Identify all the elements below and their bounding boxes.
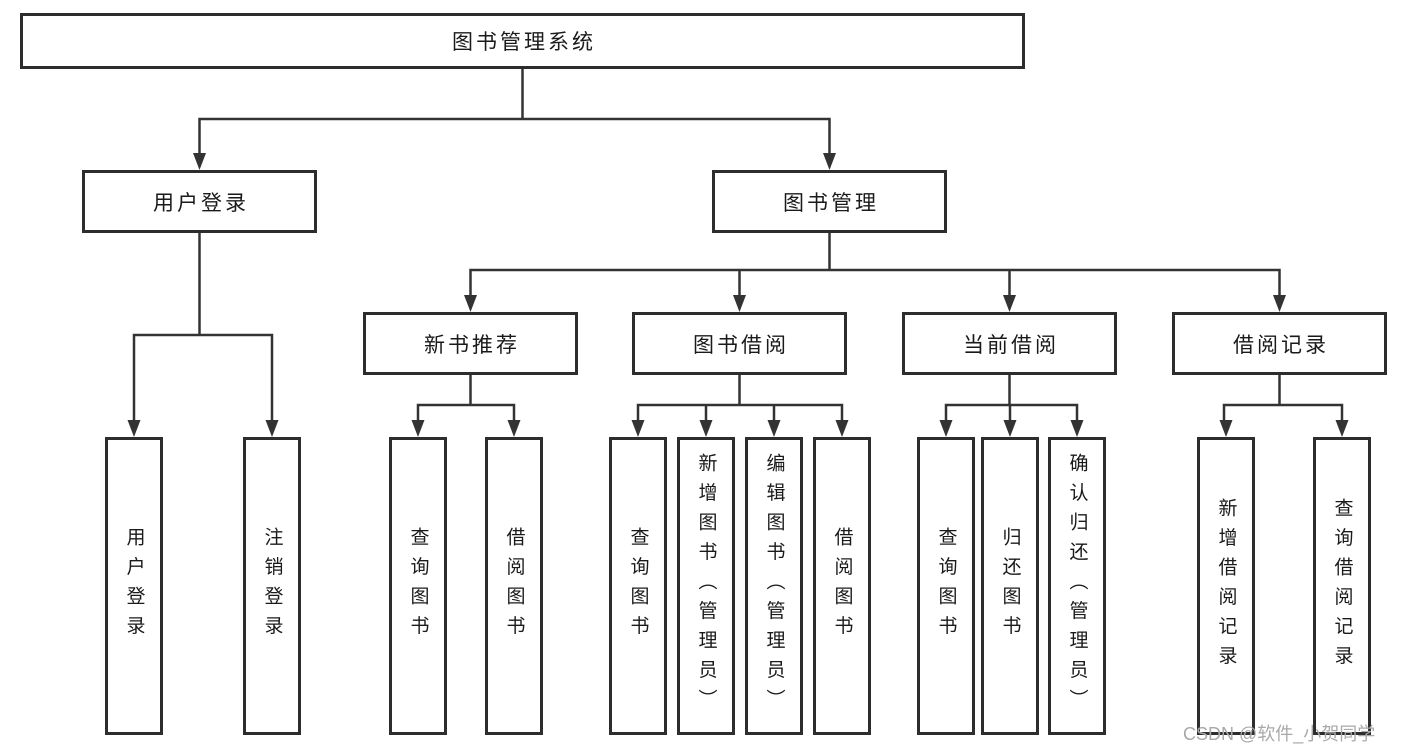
node-borrow-records: 借阅记录 [1172, 312, 1387, 375]
leaf-borrow-books-label: 借阅图书 [831, 527, 853, 645]
leaf-add-book-admin-label: 新增图书（管理员） [695, 453, 717, 719]
leaf-query-books-borrow: 查询图书 [609, 437, 667, 735]
node-user-login: 用户登录 [82, 170, 317, 233]
leaf-edit-book-admin: 编辑图书（管理员） [745, 437, 803, 735]
node-book-borrow-label: 图书借阅 [693, 333, 789, 357]
csdn-watermark: CSDN @软件_小贺同学 [1183, 724, 1376, 744]
arrowheads [127, 153, 1349, 437]
leaf-return-book: 归还图书 [981, 437, 1039, 735]
node-user-login-label: 用户登录 [153, 191, 249, 215]
node-new-book-recommend-label: 新书推荐 [424, 333, 520, 357]
leaf-query-borrow-record-label: 查询借阅记录 [1331, 497, 1353, 675]
node-book-management-label: 图书管理 [783, 191, 879, 215]
leaf-logout-label: 注销登录 [261, 527, 283, 645]
node-current-borrow-label: 当前借阅 [963, 333, 1059, 357]
leaf-borrow-books-recommend-label: 借阅图书 [503, 527, 525, 645]
leaf-edit-book-admin-label: 编辑图书（管理员） [763, 453, 785, 719]
leaf-confirm-return-admin-label: 确认归还（管理员） [1066, 453, 1088, 719]
leaf-borrow-books: 借阅图书 [813, 437, 871, 735]
leaf-add-borrow-record: 新增借阅记录 [1197, 437, 1255, 735]
node-root-label: 图书管理系统 [452, 31, 596, 54]
leaf-borrow-books-recommend: 借阅图书 [485, 437, 543, 735]
node-current-borrow: 当前借阅 [902, 312, 1117, 375]
leaf-add-book-admin: 新增图书（管理员） [677, 437, 735, 735]
node-borrow-records-label: 借阅记录 [1233, 333, 1329, 357]
leaf-query-books-recommend: 查询图书 [389, 437, 447, 735]
node-root: 图书管理系统 [20, 13, 1025, 69]
node-book-borrow: 图书借阅 [632, 312, 847, 375]
leaf-query-books-recommend-label: 查询图书 [407, 527, 429, 645]
leaf-user-login: 用户登录 [105, 437, 163, 735]
node-book-management: 图书管理 [712, 170, 947, 233]
leaf-query-books-current-label: 查询图书 [935, 527, 957, 645]
leaf-query-books-current: 查询图书 [917, 437, 975, 735]
leaf-query-borrow-record: 查询借阅记录 [1313, 437, 1371, 735]
leaf-add-borrow-record-label: 新增借阅记录 [1215, 497, 1237, 675]
leaf-query-books-borrow-label: 查询图书 [627, 527, 649, 645]
node-new-book-recommend: 新书推荐 [363, 312, 578, 375]
leaf-user-login-label: 用户登录 [123, 527, 145, 645]
leaf-logout: 注销登录 [243, 437, 301, 735]
leaf-return-book-label: 归还图书 [999, 527, 1021, 645]
leaf-confirm-return-admin: 确认归还（管理员） [1048, 437, 1106, 735]
